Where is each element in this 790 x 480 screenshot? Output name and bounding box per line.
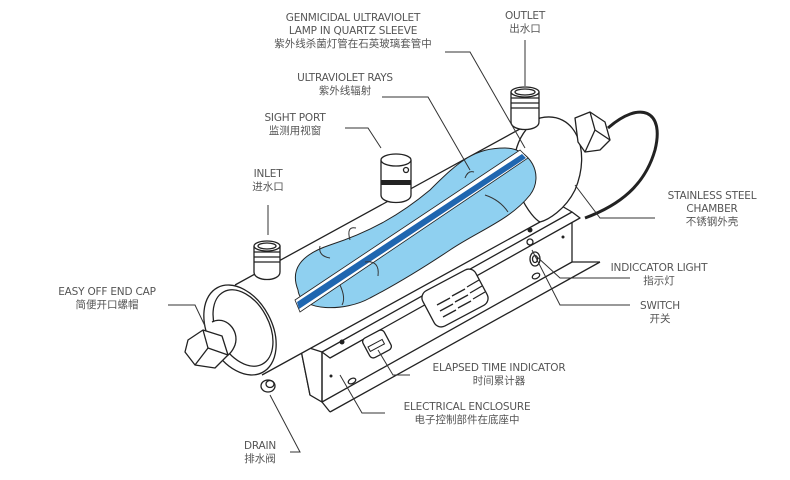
sight-port xyxy=(380,153,412,204)
leader-timer xyxy=(377,349,410,376)
leader-uv-rays xyxy=(382,96,471,171)
label-uv-rays: ULTRAVIOLET RAYS 紫外线辐射 xyxy=(275,72,415,98)
label-drain-zh: 排水阀 xyxy=(244,453,276,465)
label-indicator-en: INDICCATOR LIGHT xyxy=(610,262,708,274)
leader-chamber xyxy=(574,184,655,219)
label-end-cap-en: EASY OFF END CAP xyxy=(58,286,156,298)
label-outlet-en: OUTLET xyxy=(504,10,546,22)
outlet-port xyxy=(510,86,540,131)
leader-switch xyxy=(531,249,630,306)
label-chamber-en-2: CHAMBER xyxy=(686,203,738,215)
label-lamp-en-2: LAMP IN QUARTZ SLEEVE xyxy=(288,25,418,37)
label-outlet: OUTLET 出水口 xyxy=(495,10,555,36)
label-end-cap-zh: 简便开口螺帽 xyxy=(75,299,139,311)
label-enclosure: ELECTRICAL ENCLOSURE 电子控制部件在底座中 xyxy=(388,401,546,427)
easy-off-end-cap[interactable] xyxy=(184,319,237,369)
leader-indicator xyxy=(534,254,630,279)
label-switch-en: SWITCH xyxy=(640,300,680,312)
inlet-port xyxy=(253,240,281,281)
label-inlet-en: INLET xyxy=(253,168,283,180)
label-chamber-zh: 不锈钢外壳 xyxy=(685,216,739,228)
label-inlet: INLET 进水口 xyxy=(240,168,296,194)
leader-lamp xyxy=(445,51,526,149)
leader-enclosure xyxy=(339,374,385,414)
label-uv-rays-en: ULTRAVIOLET RAYS xyxy=(297,72,393,84)
label-sight-port-zh: 监测用视窗 xyxy=(268,125,322,137)
label-uv-rays-zh: 紫外线辐射 xyxy=(318,85,372,97)
water-cutaway xyxy=(294,147,537,313)
label-lamp: GENMICIDAL ULTRAVIOLET LAMP IN QUARTZ SL… xyxy=(255,12,451,51)
leader-drain xyxy=(269,394,301,453)
label-sight-port-en: SIGHT PORT xyxy=(264,112,326,124)
leader-sight-port xyxy=(345,127,382,149)
label-enclosure-en: ELECTRICAL ENCLOSURE xyxy=(403,401,531,413)
label-end-cap: EASY OFF END CAP 简便开口螺帽 xyxy=(44,286,170,312)
label-drain-en: DRAIN xyxy=(243,440,277,452)
label-inlet-zh: 进水口 xyxy=(252,181,284,193)
label-indicator-zh: 指示灯 xyxy=(643,275,675,287)
leader-lines xyxy=(168,40,655,453)
label-chamber: STAINLESS STEEL CHAMBER 不锈钢外壳 xyxy=(656,190,768,229)
label-outlet-zh: 出水口 xyxy=(509,23,541,35)
vent-panel xyxy=(421,268,489,328)
label-timer-en: ELAPSED TIME INDICATOR xyxy=(432,362,566,374)
label-sight-port: SIGHT PORT 监测用视窗 xyxy=(255,112,335,138)
enclosure-rivet xyxy=(339,339,345,345)
uv-ray-arrows xyxy=(319,171,509,306)
cable-connector xyxy=(574,110,659,220)
indicator-light xyxy=(526,238,534,246)
uv-lamp xyxy=(297,154,526,309)
label-timer: ELAPSED TIME INDICATOR 时间累计器 xyxy=(415,362,583,388)
label-switch: SWITCH 开关 xyxy=(630,300,690,326)
label-chamber-en-1: STAINLESS STEEL xyxy=(667,190,757,202)
label-switch-zh: 开关 xyxy=(649,313,671,325)
label-lamp-zh: 紫外线杀菌灯管在石英玻璃套管中 xyxy=(274,38,432,50)
electrical-enclosure xyxy=(299,204,601,413)
label-enclosure-zh: 电子控制部件在底座中 xyxy=(414,414,520,426)
label-lamp-en-1: GENMICIDAL ULTRAVIOLET xyxy=(285,12,421,24)
label-drain: DRAIN 排水阀 xyxy=(232,440,288,466)
label-indicator-light: INDICCATOR LIGHT 指示灯 xyxy=(596,262,722,288)
leader-end-cap xyxy=(168,304,206,327)
label-timer-zh: 时间累计器 xyxy=(472,375,526,387)
drain-valve[interactable] xyxy=(260,379,276,393)
elapsed-time-indicator xyxy=(362,329,392,359)
